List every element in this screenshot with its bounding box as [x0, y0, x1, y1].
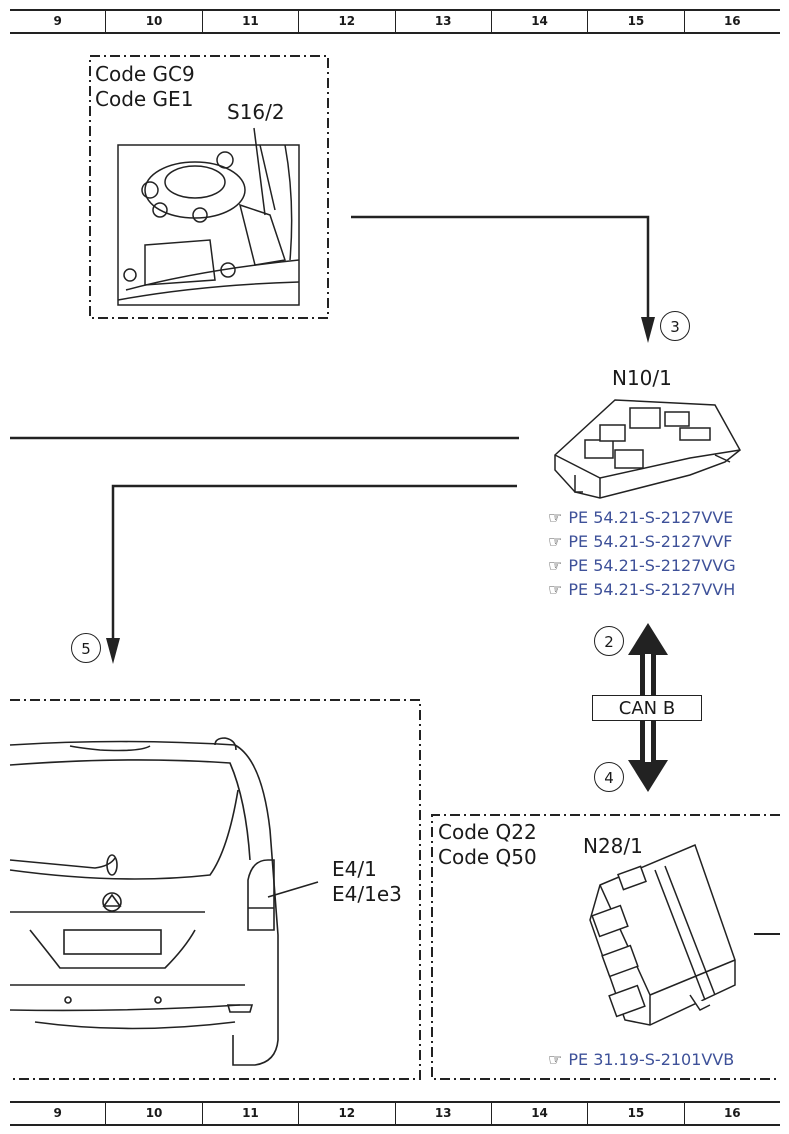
connector-marker-5: 5: [71, 633, 101, 663]
ruler-cell: 11: [201, 11, 298, 32]
reference-link[interactable]: ☞ PE 54.21-S-2127VVH: [548, 580, 735, 599]
reference-text: PE 54.21-S-2127VVF: [568, 532, 733, 551]
arrow-head-5: [106, 638, 120, 664]
can-b-bus-label: CAN B: [592, 695, 702, 721]
ruler-cell: 13: [394, 1103, 491, 1124]
reference-text: PE 54.21-S-2127VVE: [568, 508, 734, 527]
column-ruler-top: 9 10 11 12 13 14 15 16: [10, 9, 780, 34]
s16-2-switch-illustration: [117, 127, 300, 306]
component-label-n10-1: N10/1: [612, 366, 672, 390]
wire-to-e4: [111, 484, 517, 640]
code-box-top-left: [89, 55, 329, 319]
reference-text: PE 54.21-S-2127VVG: [568, 556, 736, 575]
can-arrow-up: [628, 623, 668, 655]
code-box-bottom-right: [431, 814, 780, 1080]
can-arrow-down: [628, 760, 668, 792]
pointing-hand-icon: ☞: [548, 532, 563, 551]
n28-1-trailer-module-illustration: [589, 843, 736, 1026]
ruler-cell: 14: [490, 11, 587, 32]
column-ruler-bottom: 9 10 11 12 13 14 15 16: [10, 1101, 780, 1126]
connector-marker-4: 4: [594, 762, 624, 792]
ruler-cell: 15: [587, 11, 683, 32]
reference-link[interactable]: ☞ PE 54.21-S-2127VVF: [548, 532, 733, 551]
reference-link[interactable]: ☞ PE 54.21-S-2127VVG: [548, 556, 736, 575]
connector-marker-3: 3: [660, 311, 690, 341]
code-label-gc9: Code GC9: [95, 62, 195, 86]
code-label-q50: Code Q50: [438, 845, 537, 869]
ruler-cell: 11: [201, 1103, 298, 1124]
reference-text: PE 54.21-S-2127VVH: [568, 580, 736, 599]
wire-s16-to-n10: [351, 215, 650, 318]
ruler-cell: 13: [394, 11, 491, 32]
ruler-cell: 14: [490, 1103, 587, 1124]
code-box-bottom-left: [10, 699, 421, 1080]
ruler-cell: 12: [298, 11, 394, 32]
pointing-hand-icon: ☞: [548, 508, 563, 527]
reference-link[interactable]: ☞ PE 54.21-S-2127VVE: [548, 508, 733, 527]
component-label-n28-1: N28/1: [583, 834, 643, 858]
component-label-s16-2: S16/2: [227, 100, 285, 124]
ruler-cell: 15: [587, 1103, 683, 1124]
ruler-cell: 9: [53, 14, 62, 28]
code-label-q22: Code Q22: [438, 820, 537, 844]
pointing-hand-icon: ☞: [548, 580, 563, 599]
ruler-cell: 10: [105, 1103, 201, 1124]
component-label-e4-1: E4/1: [332, 857, 377, 881]
pointing-hand-icon: ☞: [548, 556, 563, 575]
connector-marker-2: 2: [594, 626, 624, 656]
reference-link[interactable]: ☞ PE 31.19-S-2101VVB: [548, 1050, 734, 1069]
ruler-cell: 16: [683, 1103, 780, 1124]
n10-1-sam-module-illustration: [554, 399, 741, 499]
ruler-cell: 9: [53, 1106, 62, 1120]
ruler-cell: 16: [683, 11, 780, 32]
ruler-cell: 10: [105, 11, 201, 32]
code-label-ge1: Code GE1: [95, 87, 194, 111]
reference-text: PE 31.19-S-2101VVB: [568, 1050, 735, 1069]
component-label-e4-1e3: E4/1e3: [332, 882, 402, 906]
ruler-cell: 12: [298, 1103, 394, 1124]
van-rear-illustration: [9, 737, 319, 1066]
arrow-head-3: [641, 317, 655, 343]
pointing-hand-icon: ☞: [548, 1050, 563, 1069]
